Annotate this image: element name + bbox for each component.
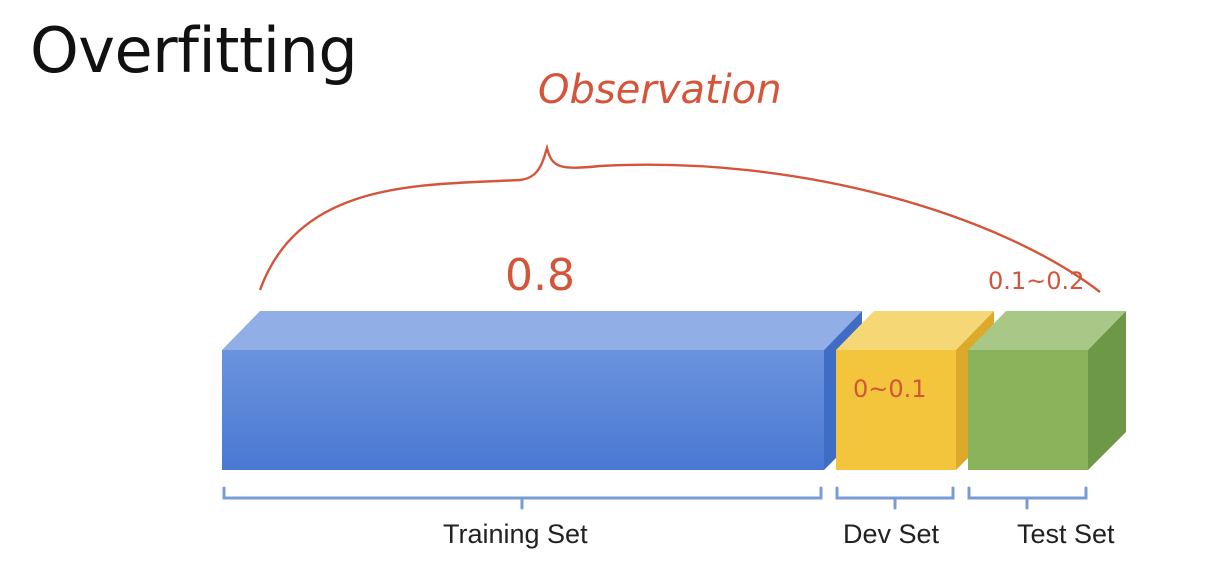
test-set-block bbox=[968, 311, 1126, 470]
training-set-bracket bbox=[222, 486, 823, 510]
training-set-block bbox=[222, 311, 862, 470]
test-ratio-annotation: 0.1~0.2 bbox=[988, 267, 1084, 295]
training-set-label: Training Set bbox=[443, 519, 588, 549]
dev-ratio-annotation: 0~0.1 bbox=[853, 375, 927, 403]
test-set-label: Test Set bbox=[1017, 519, 1115, 549]
dev-set-label: Dev Set bbox=[843, 519, 940, 549]
slide-title: Overfitting bbox=[30, 14, 358, 87]
observation-annotation: Observation bbox=[538, 67, 782, 113]
train-ratio-annotation: 0.8 bbox=[505, 250, 575, 301]
observation-brace bbox=[258, 143, 1101, 293]
test-set-bracket bbox=[967, 486, 1088, 510]
dev-set-bracket bbox=[835, 486, 955, 510]
